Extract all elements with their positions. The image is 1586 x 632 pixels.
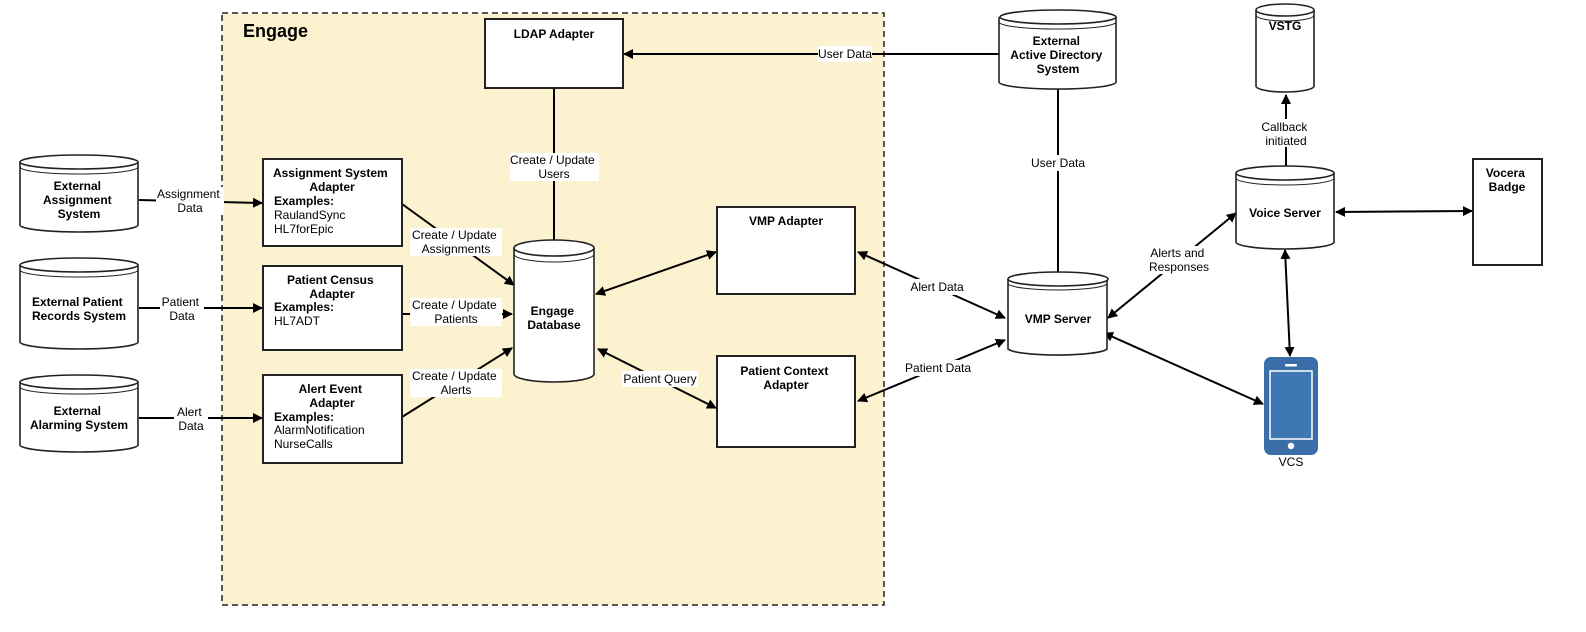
svg-text:Examples:: Examples: [274, 300, 334, 314]
engage-database: Engage Database [513, 239, 595, 383]
svg-text:Examples:: Examples: [274, 194, 334, 208]
svg-text:Assignment System Adapte: Assignment System Adapter [273, 166, 391, 194]
svg-text:VMP Server: VMP Server [1025, 312, 1092, 326]
label-callback-initiated: Callback initiated [1261, 120, 1310, 148]
label-patient-data-left: Patient Data [162, 295, 203, 323]
external-patient-records-system: External Patient Records System [19, 257, 139, 350]
external-alarming-system: External Alarming System [19, 374, 139, 453]
label-create-update-alerts: Create / Update Alerts [412, 369, 500, 397]
alert-event-adapter: Alert Event Adapter Examples: AlarmNotif… [262, 374, 403, 464]
label-alerts-and-responses: Alerts and Responses [1149, 246, 1209, 274]
svg-text:Vocera Badge: Vocera Badge [1486, 166, 1528, 194]
label-create-update-users: Create / Update Users [510, 153, 598, 181]
edge-patient-query: Patient Query [597, 348, 717, 409]
external-assignment-system: External Assignment System [19, 154, 139, 233]
vcs-label: VCS [1279, 455, 1304, 469]
edge-vmp-vcs [1103, 332, 1264, 405]
label-assignment-data: Assignment Data [157, 187, 223, 215]
label-user-data-vmp: User Data [1031, 156, 1085, 170]
edge-create-update-alerts: Create / Update Alerts [401, 347, 513, 418]
edge-db-vmp-adapter [595, 250, 717, 296]
svg-text:AlarmNotification NurseC: AlarmNotification NurseCalls [274, 423, 368, 451]
external-active-directory-system: External Active Directory System [998, 9, 1117, 90]
voice-server: Voice Server [1235, 165, 1335, 250]
svg-text:External Assignment: External Assignment System [43, 179, 115, 221]
patient-census-adapter: Patient Census Adapter Examples: HL7ADT [262, 265, 403, 351]
edge-patient-data-vmp: Patient Data [857, 338, 1006, 403]
ldap-adapter: LDAP Adapter [484, 18, 624, 89]
edge-patient-data-left: Patient Data [139, 295, 263, 323]
svg-text:Alert Event Adapter: Alert Event Adapter [299, 382, 366, 410]
vocera-badge: Vocera Badge [1472, 158, 1543, 266]
svg-text:Examples:: Examples: [274, 410, 334, 424]
vcs-phone-icon [1264, 357, 1318, 455]
vmp-server: VMP Server [1007, 271, 1109, 356]
engage-title: Engage [243, 21, 308, 41]
svg-text:LDAP Adapter: LDAP Adapter [514, 27, 595, 41]
label-patient-query: Patient Query [623, 372, 696, 386]
edge-callback-initiated: Callback initiated [1258, 94, 1314, 168]
vmp-adapter: VMP Adapter [716, 206, 856, 295]
svg-text:HL7ADT: HL7ADT [274, 314, 321, 328]
svg-text:RaulandSync HL7forEpic: RaulandSync HL7forEpic [274, 208, 349, 236]
svg-text:External Alarming System: External Alarming System [30, 404, 128, 432]
edge-alert-data-vmp: Alert Data [857, 251, 1006, 319]
label-create-update-patients: Create / Update Patients [412, 298, 500, 326]
edge-user-data-vmp: User Data [1030, 89, 1086, 284]
svg-text:Patient Census Adapter: Patient Census Adapter [287, 273, 377, 301]
label-alert-data-vmp: Alert Data [910, 280, 964, 294]
label-user-data-ldap: User Data [818, 47, 872, 61]
label-create-update-assignments: Create / Update Assignments [412, 228, 500, 256]
edge-create-update-patients: Create / Update Patients [402, 298, 513, 326]
edge-user-data-ldap: User Data [623, 46, 1000, 62]
label-alert-data-left: Alert Data [177, 405, 205, 433]
svg-text:VSTG: VSTG [1269, 19, 1302, 33]
edge-create-update-users: Create / Update Users [510, 89, 599, 254]
svg-text:VMP Adapter: VMP Adapter [749, 214, 823, 228]
edge-assignment-data: Assignment Data [138, 187, 263, 215]
svg-text:External Patient Records: External Patient Records System [32, 295, 126, 323]
svg-text:Voice Server: Voice Server [1249, 206, 1321, 220]
edge-voice-vcs [1280, 249, 1295, 357]
patient-context-adapter: Patient Context Adapter [716, 355, 856, 448]
svg-text:External Active Director: External Active Directory System [1010, 34, 1105, 76]
svg-text:Patient Context Adapter: Patient Context Adapter [740, 364, 831, 392]
vstg: VSTG [1255, 3, 1315, 93]
edge-create-update-assignments: Create / Update Assignments [401, 203, 515, 286]
svg-text:Engage Database: Engage Database [527, 304, 581, 332]
edge-voice-badge [1335, 206, 1473, 217]
edge-alert-data-left: Alert Data [139, 405, 263, 433]
assignment-system-adapter: Assignment System Adapter Examples: Raul… [262, 158, 403, 247]
label-patient-data-vmp: Patient Data [905, 361, 971, 375]
edge-alerts-and-responses: Alerts and Responses [1107, 212, 1237, 319]
